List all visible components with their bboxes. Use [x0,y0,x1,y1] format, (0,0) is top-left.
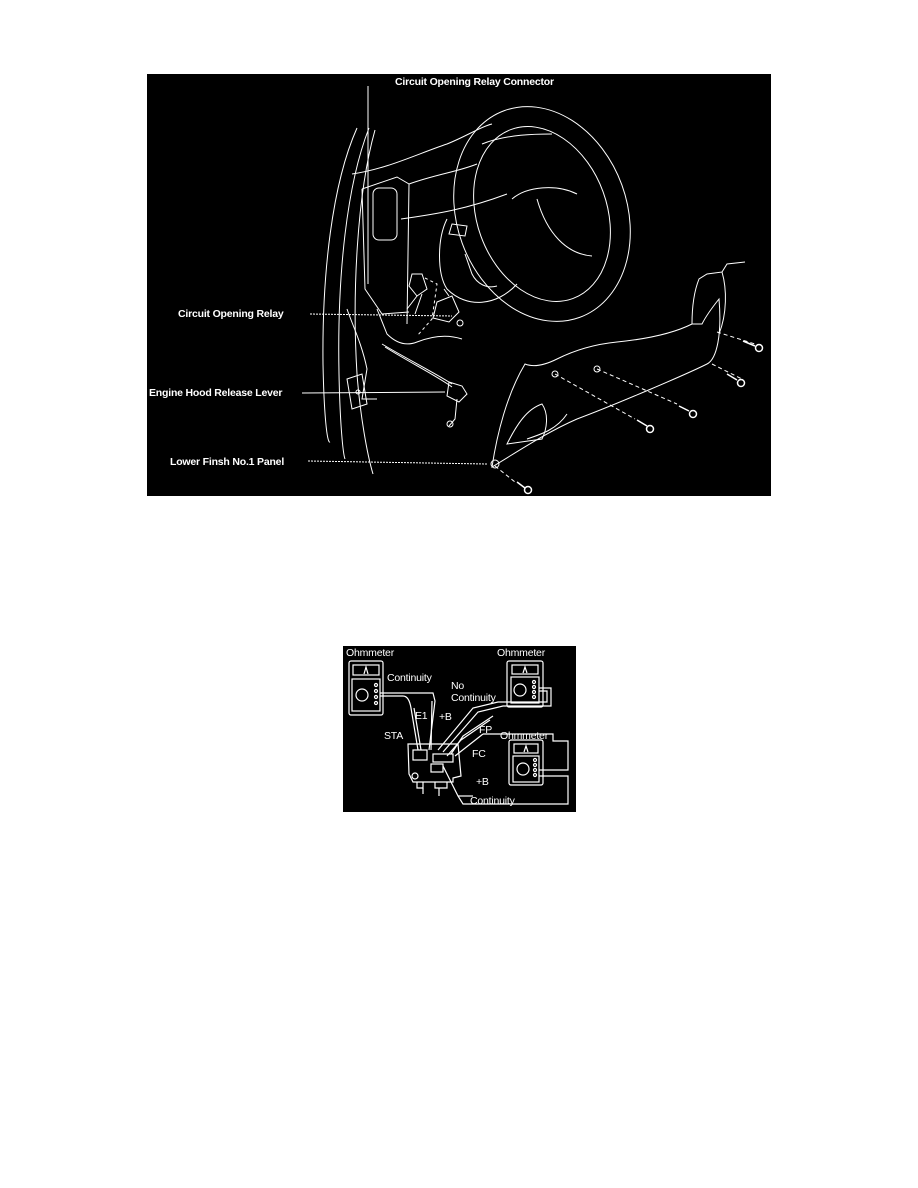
label-terminal-fp: FP [479,724,493,736]
relay-continuity-test-diagram: Ohmmeter Continuity No Continuity Ohmmet… [343,646,576,812]
label-ohmmeter-2: Ohmmeter [497,647,545,659]
label-engine-hood-release-lever: Engine Hood Release Lever [149,387,283,399]
label-continuity-1: Continuity [387,672,432,684]
ohmmeter-icon [508,739,544,786]
label-no-continuity: Continuity [451,692,496,704]
label-terminal-sta: STA [384,730,404,742]
label-terminal-plus-b-1: +B [439,711,452,723]
label-terminal-fc: FC [472,748,486,760]
ohmmeter-icon [348,660,384,716]
relay-test-line-art [348,660,569,805]
label-no: No [451,680,465,692]
dashboard-line-art [301,86,764,495]
label-ohmmeter-3: Ohmmeter [500,730,548,742]
label-terminal-plus-b-2: +B [476,776,489,788]
dashboard-removal-diagram: Circuit Opening Relay Connector Circuit … [147,74,771,496]
label-circuit-opening-relay: Circuit Opening Relay [178,308,284,320]
label-circuit-opening-relay-connector: Circuit Opening Relay Connector [395,76,554,88]
ohmmeter-icon [506,660,544,708]
label-continuity-2: Continuity [470,795,515,807]
label-ohmmeter-1: Ohmmeter [346,647,394,659]
label-lower-finish-panel: Lower Finsh No.1 Panel [170,456,285,468]
label-terminal-e1: E1 [415,710,428,722]
